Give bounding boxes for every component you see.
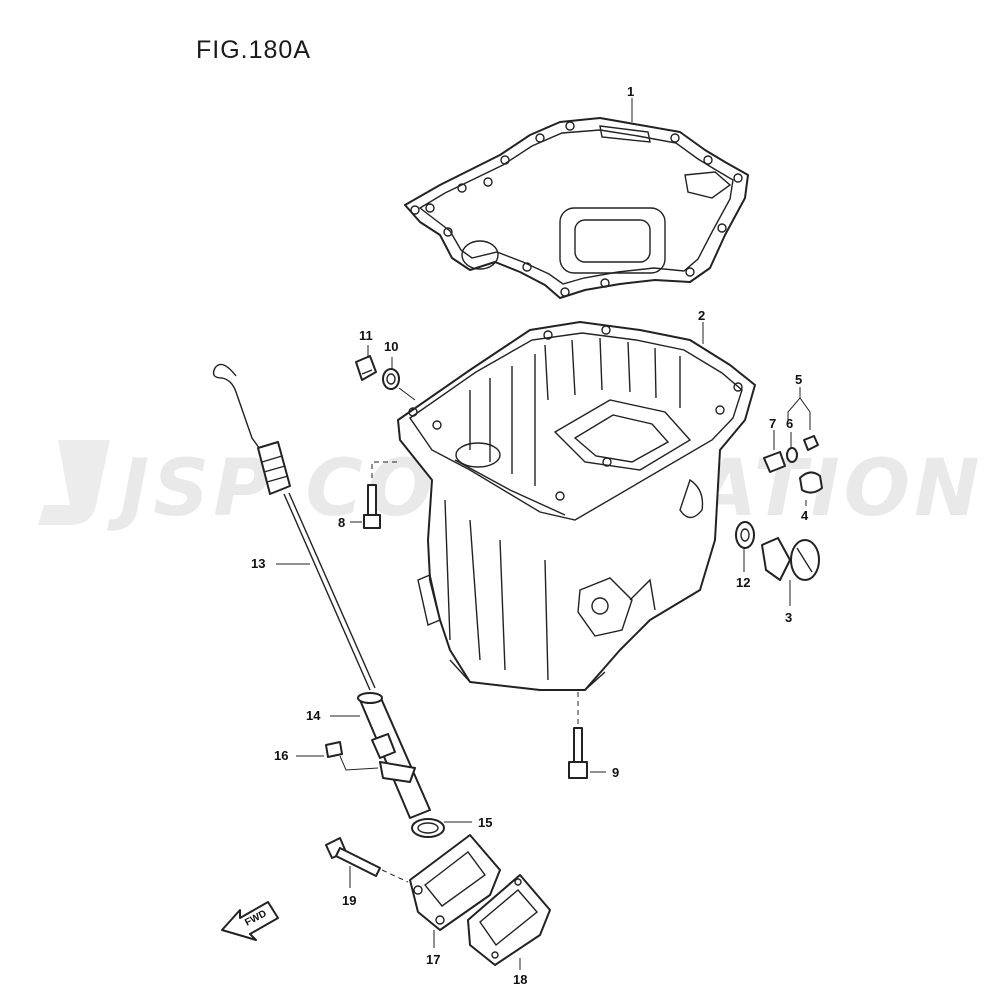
- leader-11-10: [367, 345, 416, 401]
- callout-16: 16: [274, 748, 288, 763]
- part-10-washer: [382, 368, 400, 390]
- leader-5-6-7: [773, 387, 811, 450]
- callout-14: 14: [306, 708, 321, 723]
- part-4-cap: [799, 471, 823, 494]
- callout-2: 2: [698, 308, 705, 323]
- part-17-flange: [409, 834, 501, 931]
- fwd-direction-arrow: FWD: [221, 901, 279, 941]
- part-5-bolt: [803, 435, 819, 451]
- callout-19: 19: [342, 893, 356, 908]
- callout-1: 1: [627, 84, 634, 99]
- part-2-oil-pan: [397, 321, 756, 691]
- leader-12-3: [743, 548, 791, 606]
- part-8-bolt: [363, 484, 381, 529]
- callout-13: 13: [251, 556, 265, 571]
- part-1-gasket: [404, 117, 749, 299]
- callout-5: 5: [795, 372, 802, 387]
- callout-6: 6: [786, 416, 793, 431]
- part-15-o-ring: [411, 818, 445, 838]
- callout-8: 8: [338, 515, 345, 530]
- part-18-gasket: [467, 874, 551, 966]
- callout-15: 15: [478, 815, 492, 830]
- figure-title: FIG.180A: [196, 36, 311, 64]
- callout-11: 11: [359, 328, 373, 343]
- leader-19-dashed: [381, 869, 409, 883]
- watermark-logo-icon: [38, 440, 110, 525]
- callout-17: 17: [426, 952, 440, 967]
- leader-16: [296, 755, 379, 771]
- part-13-dipstick: [212, 363, 376, 691]
- part-9-bolt: [568, 727, 588, 779]
- part-3-drain-plug: [761, 537, 820, 581]
- callout-18: 18: [513, 972, 527, 987]
- callout-12: 12: [736, 575, 750, 590]
- part-14-guide-tube: [357, 692, 431, 819]
- part-6-washer: [786, 447, 798, 463]
- callout-3: 3: [785, 610, 792, 625]
- callout-10: 10: [384, 339, 398, 354]
- part-16-bolt: [325, 741, 343, 758]
- part-12-washer: [735, 521, 755, 549]
- callout-4: 4: [801, 508, 809, 523]
- part-11-plug: [355, 355, 377, 381]
- part-7-plug: [763, 451, 786, 473]
- part-19-bolt: [325, 837, 381, 877]
- callout-9: 9: [612, 765, 619, 780]
- callout-7: 7: [769, 416, 776, 431]
